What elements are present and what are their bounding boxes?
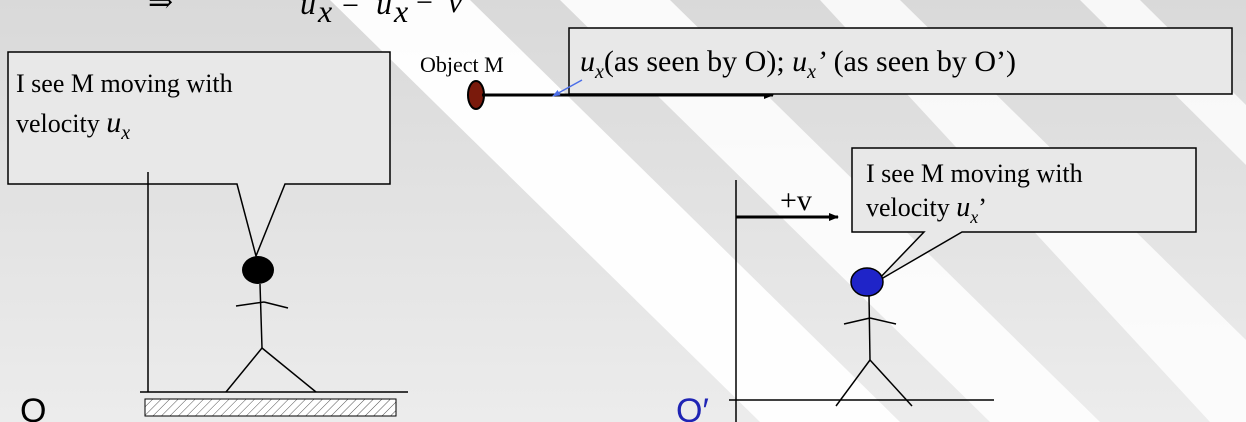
observer-o-prime-head: [851, 268, 883, 296]
frame-velocity-label: +v: [780, 184, 812, 217]
implies-arrow: ⇒: [148, 0, 173, 19]
observer-o-bubble-line1: I see M moving with: [16, 69, 233, 98]
observer-o-head: [242, 256, 274, 284]
observer-o-prime-bubble-line2: velocity ux’: [866, 192, 987, 227]
equation-var-v: v: [448, 0, 463, 19]
observer-o-prime-label: O′: [676, 392, 709, 422]
equation-sub-x2: x: [393, 0, 408, 29]
equation-sub-x: x: [317, 0, 332, 29]
velocity-box-text: ux(as seen by O); ux’ (as seen by O’): [580, 45, 1016, 83]
equation-var-u: u: [300, 0, 316, 21]
observer-o-prime-bubble-line1: I see M moving with: [866, 159, 1083, 188]
observer-o-prime-body: [869, 296, 870, 360]
equation-equals: =: [342, 0, 359, 19]
observer-o-label: O: [20, 392, 46, 422]
equation-var-u2: u: [376, 0, 392, 21]
object-m: [468, 81, 484, 109]
object-label: Object M: [420, 52, 504, 77]
observer-o-ground-hatch: [145, 399, 396, 416]
equation-minus: −: [416, 0, 433, 19]
